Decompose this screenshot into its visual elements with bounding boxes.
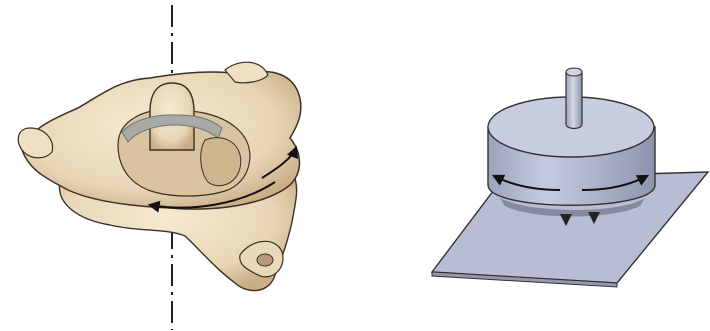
axis-peg xyxy=(566,72,582,129)
pivot-joint-model xyxy=(432,68,708,287)
foramen-shape xyxy=(257,254,273,266)
axis-peg-top xyxy=(566,68,582,76)
articular-cavity-shape xyxy=(201,138,241,186)
atlantoaxial-joint-illustration xyxy=(18,5,301,330)
